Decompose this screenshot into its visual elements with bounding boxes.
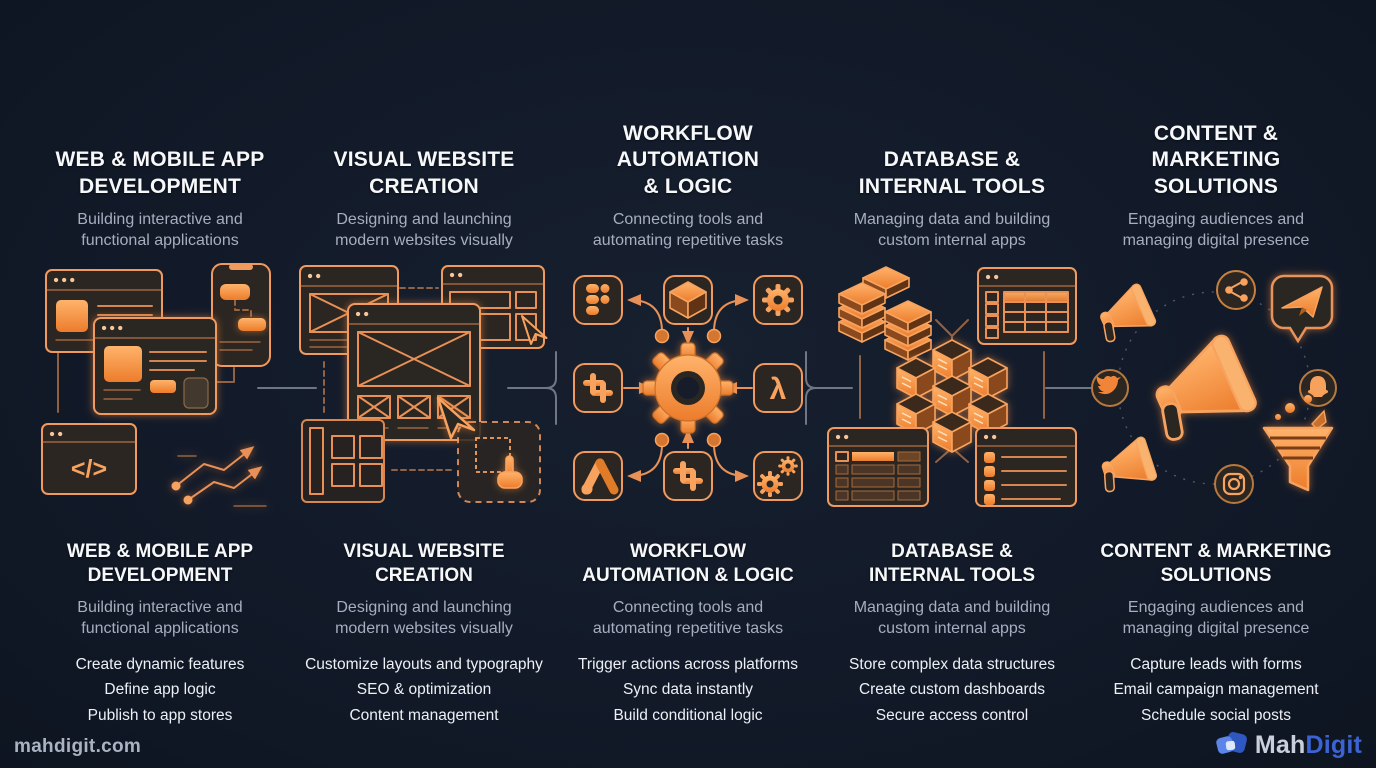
bottom-title: VISUAL WEBSITE CREATION bbox=[343, 541, 505, 586]
cursor-arrow-icon bbox=[521, 314, 548, 345]
feature-item: Create dynamic features bbox=[75, 655, 245, 673]
feature-list: Customize layouts and typography SEO & o… bbox=[305, 652, 543, 729]
feature-item: Email campaign management bbox=[1113, 681, 1319, 699]
feature-item: Secure access control bbox=[875, 706, 1029, 724]
top-subtitle: Engaging audiences and managing digital … bbox=[1122, 211, 1310, 249]
megaphone-small-bottom-icon bbox=[1092, 435, 1159, 496]
website-url: mahdigit.com bbox=[14, 736, 142, 757]
instagram-icon bbox=[1214, 463, 1254, 504]
feature-item: Capture leads with forms bbox=[1130, 655, 1302, 673]
top-title: VISUAL WEBSITE CREATION bbox=[333, 148, 515, 198]
feature-item: Trigger actions across platforms bbox=[578, 655, 798, 673]
bottom-subtitle: Engaging audiences and managing digital … bbox=[1122, 598, 1310, 637]
feature-list: Store complex data structures Create cus… bbox=[849, 652, 1055, 729]
megaphone-small-top-icon bbox=[1089, 281, 1158, 346]
table-window-icon bbox=[827, 426, 929, 507]
cube-icon bbox=[669, 281, 707, 319]
column-visual-website-creation: VISUAL WEBSITE CREATION Designing and la… bbox=[292, 0, 556, 728]
central-gear-icon bbox=[642, 342, 734, 434]
top-title: WORKFLOW AUTOMATION & LOGIC bbox=[616, 121, 760, 198]
top-header: VISUAL WEBSITE CREATION Designing and la… bbox=[334, 0, 515, 252]
columns-row: WEB & MOBILE APP DEVELOPMENT Building in… bbox=[28, 0, 1348, 728]
column-database-internal-tools: DATABASE & INTERNAL TOOLS Managing data … bbox=[820, 0, 1084, 728]
bottom-title: WORKFLOW AUTOMATION & LOGIC bbox=[582, 541, 794, 586]
feature-item: Publish to app stores bbox=[87, 706, 233, 724]
database-illustration bbox=[820, 260, 1084, 516]
bottom-summary: CONTENT & MARKETING SOLUTIONS Engaging a… bbox=[1100, 540, 1331, 728]
top-subtitle: Building interactive and functional appl… bbox=[77, 211, 243, 249]
top-header: CONTENT & MARKETING SOLUTIONS Engaging a… bbox=[1123, 0, 1310, 252]
drag-drop-zone-icon bbox=[457, 420, 541, 503]
svg-text:</>: </> bbox=[71, 455, 107, 483]
feature-item: Customize layouts and typography bbox=[305, 655, 543, 673]
lambda-icon: λ bbox=[770, 373, 787, 406]
bottom-subtitle: Connecting tools and automating repetiti… bbox=[592, 598, 784, 637]
growth-circuit-icon bbox=[171, 446, 267, 507]
mobile-phone-icon bbox=[211, 262, 271, 367]
slack-icon-2 bbox=[673, 460, 703, 491]
feature-list: Capture leads with forms Email campaign … bbox=[1100, 652, 1331, 729]
bottom-title: DATABASE & INTERNAL TOOLS bbox=[868, 541, 1036, 586]
gear-icon bbox=[762, 283, 794, 316]
brand-name: MahDigit bbox=[1254, 730, 1362, 759]
feature-item: Sync data instantly bbox=[622, 681, 754, 699]
data-cubes-icon bbox=[896, 339, 1008, 453]
bottom-subtitle: Designing and launching modern websites … bbox=[335, 598, 513, 637]
column-web-mobile-app-development: WEB & MOBILE APP DEVELOPMENT Building in… bbox=[28, 0, 292, 728]
column-content-marketing: CONTENT & MARKETING SOLUTIONS Engaging a… bbox=[1084, 0, 1348, 728]
share-icon bbox=[1216, 269, 1256, 310]
feature-item: Build conditional logic bbox=[613, 706, 763, 724]
feature-item: Store complex data structures bbox=[849, 655, 1055, 673]
flow-dots bbox=[654, 328, 722, 448]
bottom-summary: VISUAL WEBSITE CREATION Designing and la… bbox=[305, 540, 543, 728]
grid-panel-icon bbox=[301, 418, 385, 503]
main-browser-window-icon bbox=[93, 316, 217, 415]
feature-item: Schedule social posts bbox=[1141, 706, 1291, 724]
double-gear-icon bbox=[757, 456, 798, 497]
top-subtitle: Designing and launching modern websites … bbox=[335, 211, 513, 249]
ads-icon bbox=[581, 458, 619, 495]
telegram-icon bbox=[1270, 274, 1334, 344]
feature-item: Content management bbox=[349, 706, 499, 724]
brand-logo: MahDigit bbox=[1215, 730, 1362, 760]
top-title: CONTENT & MARKETING SOLUTIONS bbox=[1151, 121, 1281, 198]
megaphone-main-icon bbox=[1136, 331, 1260, 448]
cursor-arrow-large-icon bbox=[436, 396, 476, 440]
bottom-summary: WEB & MOBILE APP DEVELOPMENT Building in… bbox=[67, 540, 253, 728]
marketing-illustration bbox=[1084, 260, 1348, 516]
figma-icon bbox=[586, 283, 610, 315]
top-header: WEB & MOBILE APP DEVELOPMENT Building in… bbox=[56, 0, 265, 252]
slack-icon bbox=[583, 372, 613, 403]
feature-item: Define app logic bbox=[104, 681, 216, 699]
bottom-summary: WORKFLOW AUTOMATION & LOGIC Connecting t… bbox=[578, 540, 798, 728]
feature-list: Create dynamic features Define app logic… bbox=[67, 652, 253, 729]
funnel-icon bbox=[1262, 394, 1334, 492]
bottom-summary: DATABASE & INTERNAL TOOLS Managing data … bbox=[849, 540, 1055, 728]
top-header: DATABASE & INTERNAL TOOLS Managing data … bbox=[854, 0, 1051, 252]
database-stacks-icon bbox=[838, 266, 932, 361]
web-mobile-illustration: </> bbox=[28, 260, 292, 516]
column-workflow-automation: WORKFLOW AUTOMATION & LOGIC Connecting t… bbox=[556, 0, 820, 728]
hand-pointer-icon bbox=[497, 455, 523, 489]
bottom-subtitle: Building interactive and functional appl… bbox=[77, 598, 243, 637]
website-creation-illustration bbox=[292, 260, 556, 516]
feature-list: Trigger actions across platforms Sync da… bbox=[578, 652, 798, 729]
bottom-subtitle: Managing data and building custom intern… bbox=[853, 598, 1051, 637]
checklist-window-icon bbox=[975, 426, 1077, 507]
twitter-icon bbox=[1091, 368, 1129, 407]
top-title: DATABASE & INTERNAL TOOLS bbox=[858, 148, 1046, 198]
brand-logo-icon bbox=[1216, 732, 1247, 754]
bottom-title: WEB & MOBILE APP DEVELOPMENT bbox=[66, 541, 254, 586]
workflow-illustration: λ bbox=[556, 260, 820, 516]
spreadsheet-window-icon bbox=[977, 266, 1077, 345]
top-header: WORKFLOW AUTOMATION & LOGIC Connecting t… bbox=[593, 0, 783, 252]
feature-item: Create custom dashboards bbox=[858, 681, 1046, 699]
bottom-title: CONTENT & MARKETING SOLUTIONS bbox=[1100, 541, 1332, 586]
feature-item: SEO & optimization bbox=[356, 681, 492, 699]
top-title: WEB & MOBILE APP DEVELOPMENT bbox=[55, 148, 265, 198]
code-editor-icon: </> bbox=[41, 422, 137, 495]
top-subtitle: Managing data and building custom intern… bbox=[853, 211, 1051, 249]
top-subtitle: Connecting tools and automating repetiti… bbox=[592, 211, 784, 249]
